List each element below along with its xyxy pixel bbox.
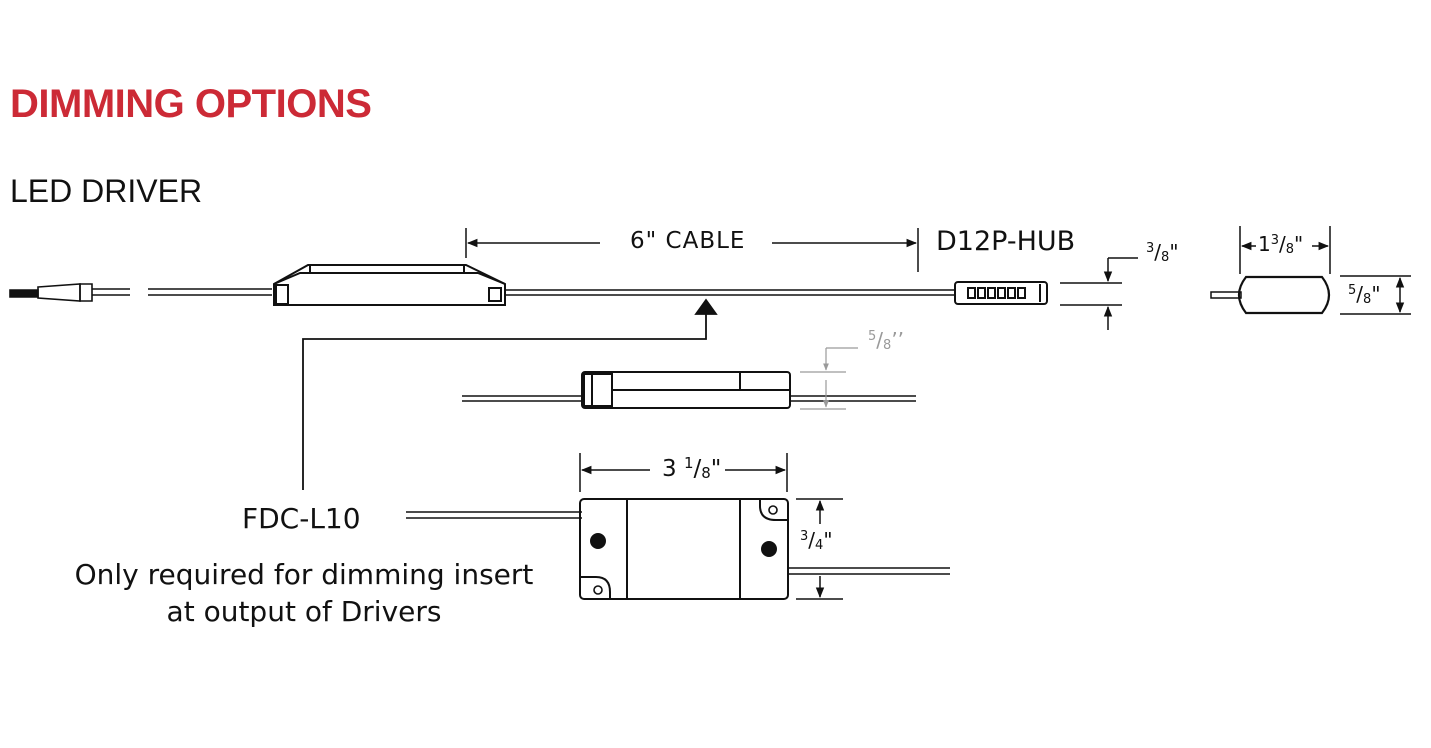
fdc-top-view <box>406 499 950 599</box>
fdc-box-height-label: 3/4" <box>800 528 833 553</box>
fdc-width-dimension <box>580 453 787 492</box>
fdc-height-label: 5/8’’ <box>868 328 905 353</box>
hub-side-height-dimension <box>1340 276 1411 314</box>
page-title: DIMMING OPTIONS <box>10 82 372 126</box>
hub-side-height-label: 5/8" <box>1348 282 1381 307</box>
cable-dimension-line <box>466 228 918 272</box>
fdc-leader-line <box>303 300 716 490</box>
input-cable <box>148 289 272 295</box>
fdc-note: Only required for dimming insert at outp… <box>74 558 534 628</box>
fdc-height-dimension <box>800 348 858 409</box>
fdc-side-view <box>462 372 916 408</box>
hub-model-label: D12P-HUB <box>936 226 1076 257</box>
output-cable <box>505 290 955 295</box>
hub-height-dimension <box>1060 258 1138 330</box>
section-subtitle: LED DRIVER <box>10 173 203 209</box>
led-driver-body <box>274 265 505 305</box>
fdc-model-label: FDC-L10 <box>242 502 361 535</box>
hub-height-label: 3/8" <box>1146 240 1179 265</box>
cable-length-label: 6" CABLE <box>630 228 746 254</box>
hub-width-label: 13/8" <box>1258 232 1304 257</box>
fdc-width-label: 3 1/8" <box>662 454 722 482</box>
hub-width-dimension <box>1240 226 1330 274</box>
plug-connector <box>10 284 130 301</box>
fdc-box-height-dimension <box>796 499 843 599</box>
d12p-hub-front <box>955 282 1047 304</box>
d12p-hub-side <box>1211 277 1329 313</box>
